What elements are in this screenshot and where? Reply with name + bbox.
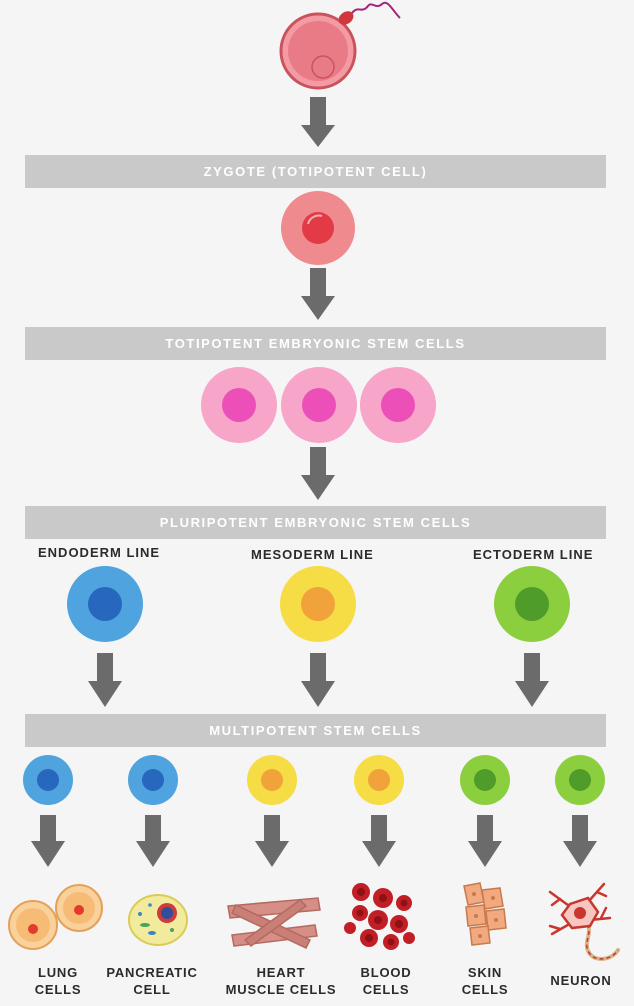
sperm-icon [338,1,401,25]
pluripotent-cell-1 [201,367,277,443]
totipotent-cell [281,191,355,265]
arrow-endoderm-down [88,653,122,707]
pluripotent-cell-3 [360,367,436,443]
lung-cells-icon [8,884,103,950]
label-skin-cells: SKIN CELLS [461,965,509,997]
multipotent-cell-endoderm-2 [128,755,178,805]
pancreatic-cell-icon [128,894,188,946]
endoderm-cell [67,566,143,642]
band-totipotent: TOTIPOTENT EMBRYONIC STEM CELLS [25,327,606,360]
multipotent-cell-ectoderm-1 [460,755,510,805]
arrow-blood [362,815,396,867]
multipotent-cell-endoderm-1 [23,755,73,805]
label-pancreatic-cell: PANCREATIC CELL [106,965,198,997]
label-lung-cells: LUNG CELLS [34,965,82,997]
zygote-egg-icon [279,12,357,90]
heart-muscle-cells-icon [227,897,321,949]
label-heart-muscle-cells: HEART MUSCLE CELLS [225,965,337,997]
label-blood-cells: BLOOD CELLS [360,965,412,997]
arrow-lung [31,815,65,867]
neuron-icon [548,882,620,961]
arrow-pluripotent-down [301,447,335,500]
arrow-skin [468,815,502,867]
multipotent-cell-ectoderm-2 [555,755,605,805]
band-zygote: ZYGOTE (TOTIPOTENT CELL) [25,155,606,188]
multipotent-cell-mesoderm-2 [354,755,404,805]
arrow-pancreatic [136,815,170,867]
ectoderm-cell [494,566,570,642]
pluripotent-cell-2 [281,367,357,443]
label-neuron: NEURON [550,973,612,988]
label-mesoderm-line: MESODERM LINE [251,547,374,562]
arrow-zygote-down [301,97,335,147]
blood-cells-icon [344,883,415,950]
arrow-mesoderm-down [301,653,335,707]
multipotent-cell-mesoderm-1 [247,755,297,805]
arrow-heart [255,815,289,867]
band-pluripotent: PLURIPOTENT EMBRYONIC STEM CELLS [25,506,606,539]
label-endoderm-line: ENDODERM LINE [38,545,161,560]
label-ectoderm-line: ECTODERM LINE [473,547,594,562]
arrow-neuron [563,815,597,867]
arrow-ectoderm-down [515,653,549,707]
band-multipotent: MULTIPOTENT STEM CELLS [25,714,606,747]
skin-cells-icon [463,882,507,946]
mesoderm-cell [280,566,356,642]
arrow-totipotent-down [301,268,335,320]
